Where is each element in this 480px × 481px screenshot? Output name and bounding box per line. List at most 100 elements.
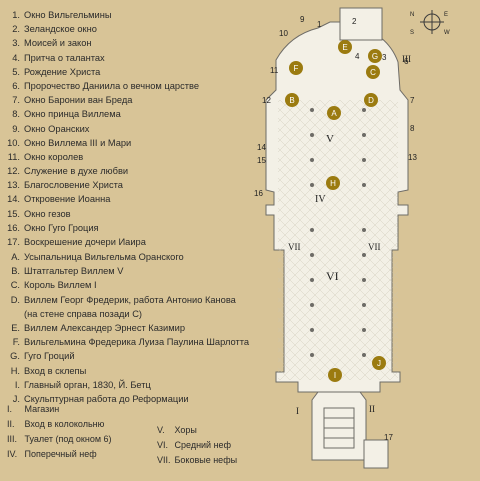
window-key: 11. bbox=[7, 151, 20, 162]
window-key: 6. bbox=[12, 80, 20, 91]
window-item: 8. Окно принца Виллема bbox=[7, 110, 199, 124]
monument-label: Виллем Георг Фредерик, работа Антонио Ка… bbox=[24, 294, 236, 305]
window-item: 16.Окно Гуго Гроция bbox=[7, 222, 199, 238]
monument-item: E.Виллем Александер Эрнест Казимир bbox=[7, 322, 249, 338]
monument-key: F. bbox=[12, 337, 20, 348]
marker-J bbox=[372, 356, 386, 370]
marker-F bbox=[289, 61, 303, 75]
window-label: Окно Оранских bbox=[24, 123, 90, 134]
area-key: VII. bbox=[157, 455, 171, 465]
window-item: 17.Воскрешение дочери Иаира bbox=[7, 237, 199, 252]
window-number: 4 bbox=[355, 52, 360, 61]
window-item: 2.Зеландское окно bbox=[7, 24, 199, 39]
window-item: 11. Окно королев bbox=[7, 151, 199, 167]
area-label-II: II bbox=[369, 404, 375, 414]
area-key: II. bbox=[7, 419, 15, 429]
marker-label: H bbox=[330, 179, 336, 188]
window-item: 14.Откровение Иоанна bbox=[7, 195, 199, 209]
marker-A bbox=[327, 106, 341, 120]
area-item: V. Хоры bbox=[157, 425, 197, 435]
window-key: 3. bbox=[12, 38, 20, 49]
window-key: 13. bbox=[7, 180, 20, 191]
window-key: 12. bbox=[7, 166, 20, 177]
marker-E bbox=[338, 40, 352, 54]
compass-north: N bbox=[410, 12, 414, 18]
monument-key: D. bbox=[10, 294, 20, 305]
compass-east: E bbox=[444, 12, 448, 18]
window-label: Окно Вильгельмины bbox=[24, 10, 112, 20]
window-label: Окно королев bbox=[24, 151, 84, 162]
window-item: 6.Пророчество Даниила о вечном царстве bbox=[7, 80, 199, 96]
area-item: IV. Поперечный неф bbox=[7, 449, 97, 459]
window-key: 2. bbox=[12, 24, 20, 35]
compass-west: W bbox=[444, 30, 450, 36]
area-label-V: V bbox=[326, 133, 334, 145]
window-item: 4.Притча о талантах bbox=[7, 52, 199, 68]
window-key: 15. bbox=[7, 208, 20, 219]
area-item: II. Вход в колокольню bbox=[7, 419, 104, 429]
monument-label: Штатгальтер Виллем V bbox=[24, 266, 124, 277]
compass-south: S bbox=[410, 30, 414, 36]
monument-label: Вход в склепы bbox=[24, 365, 87, 376]
window-number: 12 bbox=[262, 96, 271, 105]
window-key: 17. bbox=[7, 237, 20, 247]
window-item: 15.Окно гезов bbox=[7, 208, 199, 224]
area-label: Боковые нефы bbox=[172, 455, 238, 465]
window-label: Окно Гуго Гроция bbox=[24, 222, 99, 233]
window-key: 7. bbox=[12, 95, 20, 106]
window-label: Окно принца Виллема bbox=[24, 109, 121, 120]
marker-D bbox=[364, 93, 378, 107]
monument-key: H. bbox=[10, 365, 20, 376]
area-label: Вход в колокольню bbox=[22, 419, 105, 429]
window-numbers: 1234567891011121314151617 bbox=[254, 15, 417, 442]
window-number: 9 bbox=[300, 15, 305, 24]
area-key: V. bbox=[157, 425, 165, 435]
marker-label: E bbox=[342, 43, 347, 52]
window-item: 12. Служение в духе любви bbox=[7, 166, 199, 181]
monument-item: D. Виллем Георг Фредерик, работа Антонио … bbox=[7, 294, 249, 310]
window-number: 11 bbox=[270, 66, 279, 75]
area-label-IV: IV bbox=[315, 194, 326, 205]
window-key: 8. bbox=[12, 109, 20, 120]
area-item: I. Магазин bbox=[7, 404, 59, 414]
window-key: 10. bbox=[7, 137, 20, 148]
window-label: Притча о талантах bbox=[24, 52, 105, 63]
monument-label: (на стене справа позади С) bbox=[24, 308, 142, 319]
monument-item: A.Усыпальница Вильгельма Оранского bbox=[7, 252, 249, 267]
monument-item: I. Главный орган, 1830, Й. Бетц bbox=[7, 379, 249, 395]
window-label: Моисей и закон bbox=[24, 38, 92, 49]
window-label: Служение в духе любви bbox=[24, 166, 129, 177]
monument-item: G.Гуго Гроций bbox=[7, 352, 249, 366]
area-label: Поперечный неф bbox=[22, 449, 97, 459]
monument-label: Виллем Александер Эрнест Казимир bbox=[24, 322, 185, 333]
marker-B bbox=[285, 93, 299, 107]
window-item: 1.Окно Вильгельмины bbox=[7, 10, 199, 25]
marker-label: G bbox=[372, 52, 378, 61]
monument-key: A. bbox=[11, 252, 20, 262]
area-label: Магазин bbox=[22, 404, 60, 414]
marker-label: C bbox=[370, 68, 376, 77]
area-label-VII: VII bbox=[368, 242, 381, 252]
monument-label: Гуго Гроций bbox=[24, 351, 75, 362]
area-label-III: III bbox=[402, 54, 411, 64]
monument-key: I. bbox=[14, 379, 20, 390]
monument-item: (на стене справа позади С) bbox=[7, 308, 249, 324]
vault-pattern bbox=[278, 100, 398, 380]
area-label-VII: VII bbox=[288, 242, 301, 252]
marker-H bbox=[326, 176, 340, 190]
marker-label: F bbox=[294, 64, 299, 73]
area-key: IV. bbox=[7, 449, 18, 459]
marker-label: J bbox=[377, 359, 381, 368]
window-item: 5.Рождение Христа bbox=[7, 66, 199, 82]
marker-label: A bbox=[331, 109, 337, 118]
window-label: Рождение Христа bbox=[24, 66, 101, 77]
columns bbox=[310, 108, 366, 357]
marker-label: D bbox=[368, 96, 374, 105]
marker-G bbox=[368, 49, 382, 63]
monument-label: Главный орган, 1830, Й. Бетц bbox=[24, 379, 151, 390]
area-label: Хоры bbox=[172, 425, 197, 435]
window-number: 15 bbox=[257, 156, 266, 165]
window-number: 6 bbox=[404, 57, 409, 66]
